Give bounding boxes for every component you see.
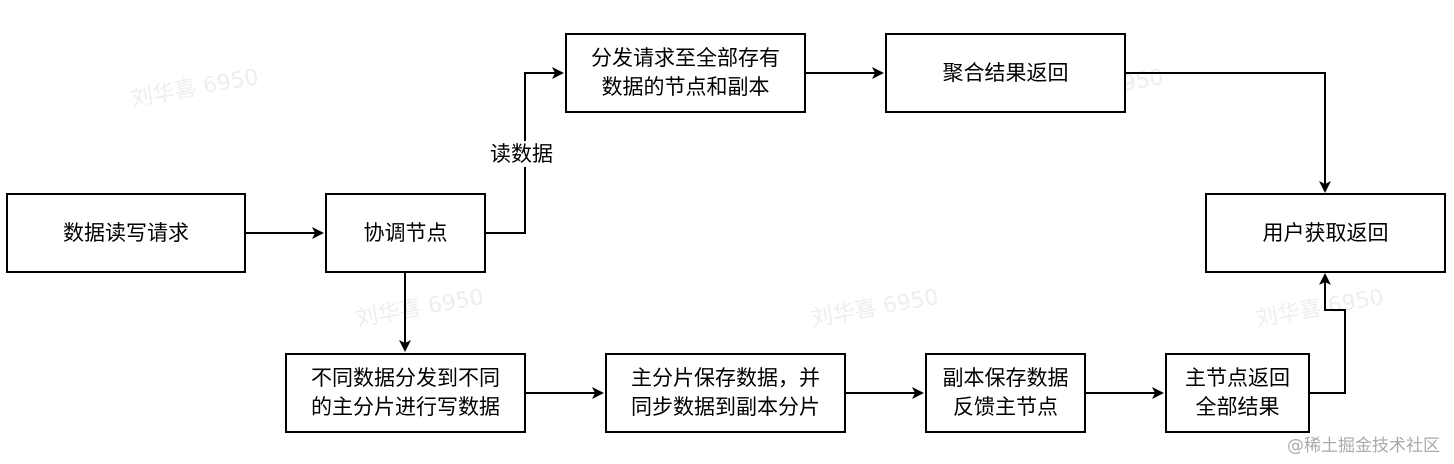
footer-watermark: @稀土掘金技术社区 <box>1287 436 1440 456</box>
edge-return-user <box>1310 273 1346 394</box>
node-primary-return: 主节点返回 全部结果 <box>1165 353 1310 433</box>
edge-label-read: 读数据 <box>488 141 555 167</box>
node-replica-save: 副本保存数据 反馈主节点 <box>925 353 1086 433</box>
edge-aggregate-user <box>1126 72 1331 193</box>
node-dispatch-write: 不同数据分发到不同 的主分片进行写数据 <box>285 353 526 433</box>
node-primary-save: 主分片保存数据，并 同步数据到副本分片 <box>605 353 846 433</box>
node-request: 数据读写请求 <box>6 193 246 273</box>
node-dispatch-read: 分发请求至全部存有 数据的节点和副本 <box>565 33 806 113</box>
node-aggregate: 聚合结果返回 <box>885 33 1126 113</box>
node-user-result: 用户获取返回 <box>1205 193 1446 273</box>
node-coordinator: 协调节点 <box>325 193 486 273</box>
